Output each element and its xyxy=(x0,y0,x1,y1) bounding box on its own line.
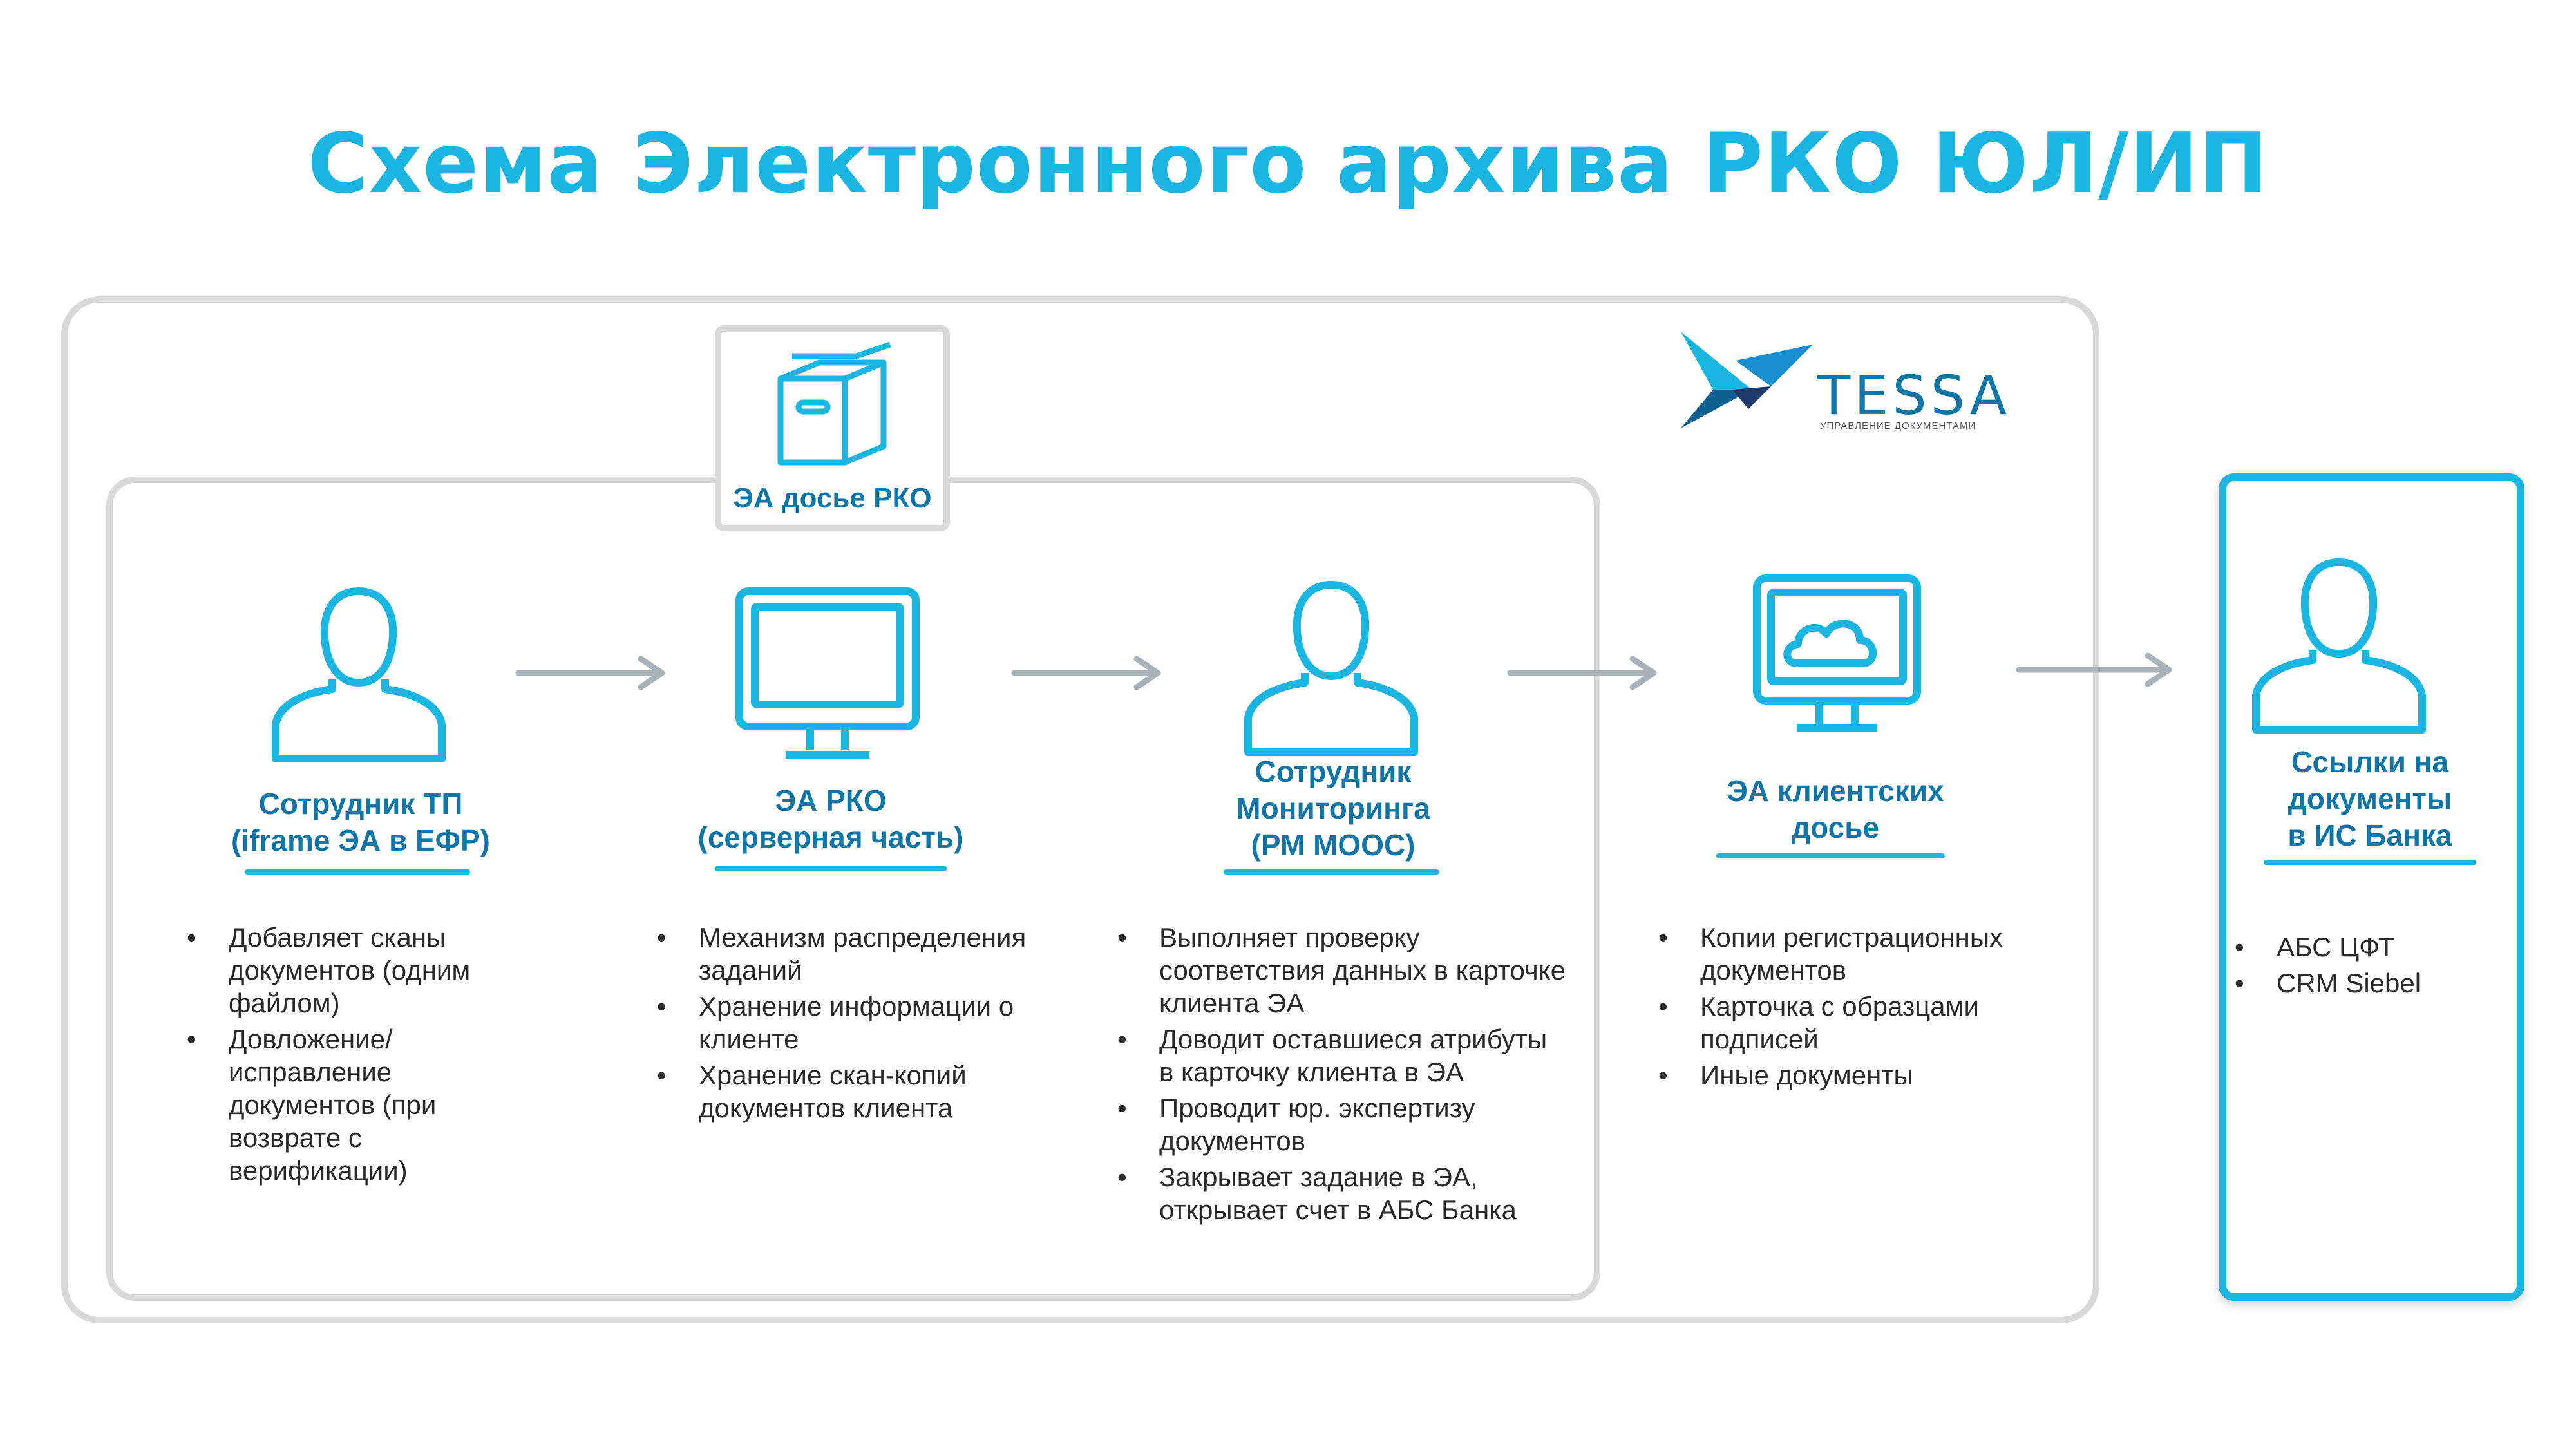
node-client-dossier-label-line1: ЭА клиентских xyxy=(1727,774,1944,808)
monitor-icon xyxy=(735,587,920,759)
node-monitoring-label-line1: Сотрудник xyxy=(1255,755,1412,788)
node-bank-links-label-line3: в ИС Банка xyxy=(2287,819,2452,852)
list-item: Добавляет сканы документов (одним файлом… xyxy=(187,921,535,1019)
list-item: CRM Siebel xyxy=(2235,967,2505,999)
node-ea-bullets: Механизм распределения заданий Хранение … xyxy=(657,921,1056,1128)
node-tp-label: Сотрудник ТП (iframe ЭА в ЕФР) xyxy=(213,786,509,859)
node-tp-underline xyxy=(245,869,470,875)
logo-name: TESSA xyxy=(1817,364,2011,427)
cloud-monitor-icon xyxy=(1753,574,1921,732)
node-tp-bullets: Добавляет сканы документов (одним файлом… xyxy=(187,921,535,1190)
node-tp-label-line2: (iframe ЭА в ЕФР) xyxy=(231,824,490,857)
node-monitoring-bullets: Выполняет проверку соответствия данных в… xyxy=(1117,921,1568,1229)
bank-links-frame xyxy=(2219,473,2524,1301)
arrow-monitoring-to-client-dossier xyxy=(1507,656,1657,690)
list-item: Хранение информации о клиенте xyxy=(657,990,1056,1056)
arrow-ea-to-monitoring xyxy=(1011,656,1161,690)
list-item: Карточка с образцами подписей xyxy=(1658,990,2019,1056)
node-client-dossier-label-line2: досье xyxy=(1791,811,1880,844)
node-ea-label: ЭА РКО (серверная часть) xyxy=(683,782,979,856)
tessa-logo: TESSA УПРАВЛЕНИЕ ДОКУМЕНТАМИ xyxy=(1674,325,2007,435)
arrow-client-dossier-to-bank xyxy=(2016,652,2172,687)
node-monitoring-label: Сотрудник Мониторинга (РМ МООС) xyxy=(1185,753,1481,864)
list-item: Иные документы xyxy=(1658,1059,2019,1092)
logo-subtitle: УПРАВЛЕНИЕ ДОКУМЕНТАМИ xyxy=(1820,421,1976,431)
bird-logo-icon xyxy=(1681,332,1813,428)
list-item: Копии регистрационных документов xyxy=(1658,921,2019,987)
person-icon xyxy=(1244,581,1418,756)
list-item: Доводит оставшиеся атрибуты в карточку к… xyxy=(1117,1023,1568,1088)
list-item: Механизм распределения заданий xyxy=(657,921,1056,987)
node-ea-underline xyxy=(715,866,947,871)
person-icon xyxy=(272,587,446,762)
node-monitoring-label-line3: (РМ МООС) xyxy=(1251,828,1416,862)
tessa-system-frame xyxy=(61,296,2099,1323)
node-client-dossier-label: ЭА клиентских досье xyxy=(1687,773,1984,846)
list-item: Хранение скан-копий документов клиента xyxy=(657,1059,1056,1124)
node-bank-links-label: Ссылки на документы в ИС Банка xyxy=(2235,744,2505,854)
node-bank-links-label-line1: Ссылки на xyxy=(2291,745,2449,779)
dossier-box-label: ЭА досье РКО xyxy=(733,482,932,514)
node-ea-label-line2: (серверная часть) xyxy=(697,820,964,854)
node-bank-links-label-line2: документы xyxy=(2287,782,2452,815)
list-item: АБС ЦФТ xyxy=(2235,931,2505,963)
archive-box-icon xyxy=(777,341,891,466)
list-item: Выполняет проверку соответствия данных в… xyxy=(1117,921,1568,1019)
dossier-rko-box: ЭА досье РКО xyxy=(715,325,950,531)
page-title: Схема Электронного архива РКО ЮЛ/ИП xyxy=(307,116,2269,212)
arrow-tp-to-ea xyxy=(515,656,665,690)
node-bank-links-underline xyxy=(2264,860,2476,865)
node-tp-label-line1: Сотрудник ТП xyxy=(258,787,463,820)
node-monitoring-underline xyxy=(1224,869,1439,875)
node-monitoring-label-line2: Мониторинга xyxy=(1236,791,1430,825)
node-client-dossier-underline xyxy=(1716,853,1945,858)
node-bank-links-bullets: АБС ЦФТ CRM Siebel xyxy=(2235,931,2505,1003)
node-client-dossier-bullets: Копии регистрационных документов Карточк… xyxy=(1658,921,2019,1095)
list-item: Закрывает задание в ЭА, открывает счет в… xyxy=(1117,1160,1568,1226)
list-item: Довложение/исправление документов (при в… xyxy=(187,1023,535,1187)
node-ea-label-line1: ЭА РКО xyxy=(775,784,887,817)
list-item: Проводит юр. экспертизу документов xyxy=(1117,1092,1568,1157)
person-icon xyxy=(2252,558,2426,734)
